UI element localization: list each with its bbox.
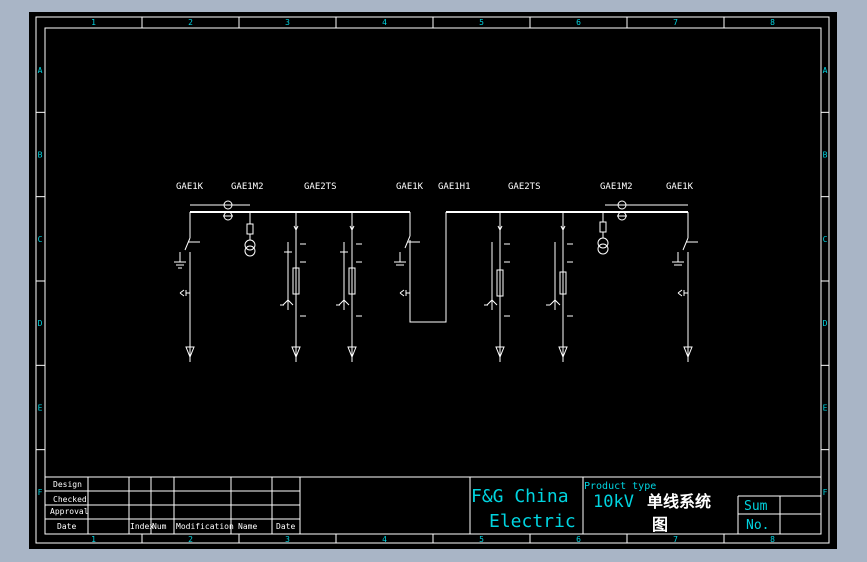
zone-column-label: 1 bbox=[91, 18, 96, 27]
feeder-pt-left bbox=[223, 200, 256, 257]
column-modification: Modification bbox=[176, 522, 234, 531]
sign-row-date: Date bbox=[57, 522, 76, 531]
zone-column-label: 7 bbox=[673, 18, 678, 27]
cabinet-label: GAE2TS bbox=[304, 182, 337, 192]
zone-column-label: 5 bbox=[479, 18, 484, 27]
drawing-title-en: 10kV bbox=[593, 492, 634, 512]
cabinet-label: GAE1K bbox=[176, 182, 204, 192]
zone-row-label: D bbox=[823, 319, 828, 328]
column-num: Num bbox=[152, 522, 167, 531]
cable-end-icon bbox=[185, 346, 195, 359]
bus-coupler bbox=[409, 212, 447, 323]
company-name-line2: Electric bbox=[489, 511, 576, 532]
zone-column-label: 3 bbox=[285, 535, 290, 544]
zone-column-label: 2 bbox=[188, 18, 193, 27]
cable-end-icon bbox=[347, 346, 357, 359]
zone-row-label: E bbox=[38, 404, 43, 413]
company-name-line1: F&G China bbox=[471, 486, 569, 507]
zone-row-label: D bbox=[38, 319, 43, 328]
cable-end-icon bbox=[683, 346, 693, 359]
title-block bbox=[45, 476, 821, 534]
cabinet-label: GAE2TS bbox=[508, 182, 541, 192]
cabinet-label: GAE1K bbox=[666, 182, 694, 192]
zone-row-label: A bbox=[38, 66, 43, 75]
sum-label: Sum bbox=[744, 499, 768, 514]
drawing-title-cn: 单线系统 bbox=[647, 492, 711, 511]
zone-column-label: 3 bbox=[285, 18, 290, 27]
sign-row-design: Design bbox=[53, 480, 82, 489]
feeder-transformer-left-2 bbox=[336, 212, 362, 362]
zone-column-label: 4 bbox=[382, 18, 387, 27]
drawing-title-cn-2: 图 bbox=[652, 515, 668, 534]
zone-row-label: C bbox=[38, 235, 43, 244]
zone-column-label: 7 bbox=[673, 535, 678, 544]
feeder-coupler-switch bbox=[394, 212, 420, 297]
single-line-diagram: GAE1K GAE1M2 GAE2TS GAE1K GAE1H1 GAE2TS … bbox=[174, 182, 698, 362]
zone-column-label: 5 bbox=[479, 535, 484, 544]
sign-row-approval: Approval bbox=[50, 507, 89, 516]
no-label: No. bbox=[746, 518, 769, 533]
zone-column-label: 4 bbox=[382, 535, 387, 544]
zone-row-label: F bbox=[823, 488, 828, 497]
sheet-background bbox=[29, 12, 837, 549]
zone-column-label: 8 bbox=[770, 18, 775, 27]
zone-row-label: C bbox=[823, 235, 828, 244]
zone-column-label: 1 bbox=[91, 535, 96, 544]
sign-row-checked: Checked bbox=[53, 495, 87, 504]
feeder-incoming-left bbox=[174, 212, 200, 362]
cabinet-label: GAE1M2 bbox=[231, 182, 264, 192]
column-index: Index bbox=[130, 522, 154, 531]
column-date: Date bbox=[276, 522, 295, 531]
cable-end-icon bbox=[558, 346, 568, 359]
zone-column-label: 6 bbox=[576, 535, 581, 544]
zone-column-label: 8 bbox=[770, 535, 775, 544]
feeder-transformer-right bbox=[484, 212, 510, 362]
cabinet-label: GAE1K bbox=[396, 182, 424, 192]
zone-row-label: A bbox=[823, 66, 828, 75]
cabinet-label: GAE1H1 bbox=[438, 182, 471, 192]
zone-row-label: E bbox=[823, 404, 828, 413]
zone-row-label: B bbox=[823, 151, 828, 160]
cable-end-icon bbox=[291, 346, 301, 359]
feeder-incoming-right bbox=[672, 212, 698, 362]
zone-row-label: B bbox=[38, 151, 43, 160]
zone-column-label: 6 bbox=[576, 18, 581, 27]
feeder-pt-right bbox=[597, 200, 627, 255]
feeder-transformer-right-2 bbox=[546, 212, 573, 362]
cabinet-label: GAE1M2 bbox=[600, 182, 633, 192]
cable-end-icon bbox=[495, 346, 505, 359]
feeder-transformer-left bbox=[280, 212, 306, 362]
zone-column-label: 2 bbox=[188, 535, 193, 544]
zone-row-label: F bbox=[38, 488, 43, 497]
product-type-label: Product type bbox=[584, 481, 656, 492]
column-name: Name bbox=[238, 522, 257, 531]
